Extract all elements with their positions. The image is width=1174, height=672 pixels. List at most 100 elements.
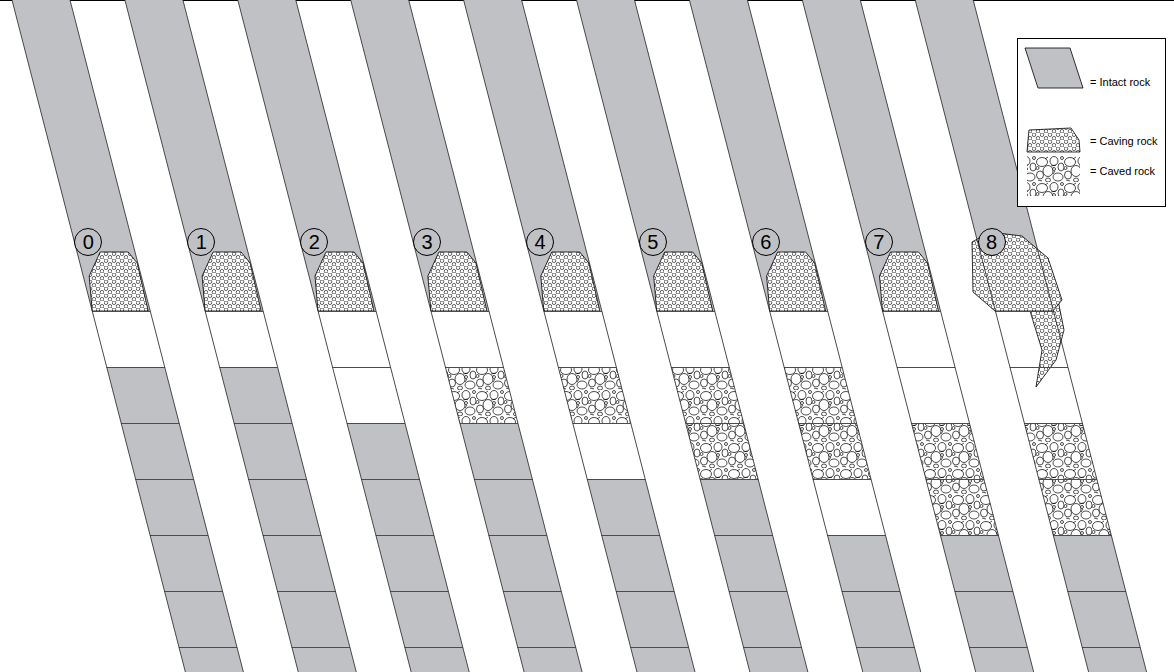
level-line (1053, 535, 1111, 536)
mined-slice (897, 367, 969, 423)
mined-slice (544, 311, 617, 367)
caving-rock (89, 252, 148, 311)
caving-rock (315, 252, 374, 311)
level-line (544, 311, 602, 312)
level-line (489, 535, 547, 536)
level-line (405, 647, 463, 648)
level-line (784, 367, 842, 368)
level-line (911, 423, 969, 424)
step-number: 8 (986, 232, 997, 252)
level-line (969, 647, 1027, 648)
step-number-circle: 7 (865, 228, 893, 256)
legend-label: = Caving rock (1090, 135, 1158, 147)
mined-slice (92, 311, 165, 367)
level-line (150, 535, 208, 536)
level-line (955, 591, 1013, 592)
mined-slice (318, 311, 391, 367)
level-line (263, 535, 321, 536)
level-line (518, 647, 576, 648)
legend-label: = Caved rock (1090, 165, 1155, 177)
step-number: 6 (760, 232, 771, 252)
level-line (205, 311, 263, 312)
caved-rock (686, 423, 759, 479)
mined-slice (813, 479, 885, 535)
step-number: 7 (873, 232, 884, 252)
step-number: 0 (83, 232, 94, 252)
level-line (602, 535, 660, 536)
level-line (1082, 647, 1140, 648)
level-line (631, 647, 689, 648)
step-number-circle: 3 (413, 228, 441, 256)
level-line (842, 591, 900, 592)
level-line (827, 535, 885, 536)
level-line (376, 535, 434, 536)
level-line (390, 591, 448, 592)
caving-rock (202, 252, 261, 311)
strip-edge (11, 0, 190, 672)
level-line (856, 647, 914, 648)
mined-slice (1010, 367, 1082, 423)
mined-slice (205, 311, 278, 367)
strip-edge (349, 0, 528, 672)
legend-panel (1018, 39, 1166, 207)
caving-rock (880, 252, 939, 311)
caved-rock (558, 367, 630, 423)
level-line (1068, 591, 1126, 592)
step-number-circle: 6 (752, 228, 780, 256)
level-line (503, 591, 561, 592)
caved-rock (926, 479, 998, 535)
caving-rock (767, 252, 826, 311)
level-line (1010, 367, 1068, 368)
level-line (573, 423, 631, 424)
step-number-circle: 1 (187, 228, 215, 256)
caved-rock (671, 367, 743, 423)
level-line (743, 647, 801, 648)
level-line (347, 423, 405, 424)
level-line (431, 311, 489, 312)
mined-slice (657, 311, 730, 367)
mined-slice (883, 311, 956, 367)
level-line (995, 311, 1053, 312)
level-line (248, 479, 306, 480)
level-line (813, 479, 871, 480)
caving-swatch (1027, 128, 1080, 152)
caved-rock (1039, 479, 1111, 535)
level-line (220, 367, 278, 368)
level-line (940, 535, 998, 536)
strip-edge (801, 0, 980, 672)
level-line (292, 647, 350, 648)
step-number-circle: 8 (978, 228, 1006, 256)
level-line (1024, 423, 1082, 424)
step-number: 4 (534, 232, 545, 252)
mined-slice (770, 311, 843, 367)
level-line (136, 479, 194, 480)
level-line (277, 591, 335, 592)
level-line (657, 311, 715, 312)
level-line (883, 311, 941, 312)
step-number-circle: 5 (639, 228, 667, 256)
level-line (121, 423, 179, 424)
level-line (361, 479, 419, 480)
step-number-circle: 0 (74, 228, 102, 256)
level-line (897, 367, 955, 368)
strip-edge (237, 0, 416, 672)
level-line (558, 367, 616, 368)
caved-rock (784, 367, 856, 423)
step-number-circle: 2 (300, 228, 328, 256)
level-line (107, 367, 165, 368)
level-line (770, 311, 828, 312)
caved-rock (911, 423, 984, 479)
caving-rock (541, 252, 600, 311)
mined-slice (573, 423, 646, 479)
step-number-circle: 4 (526, 228, 554, 256)
strip-edge (462, 0, 641, 672)
level-line (715, 535, 773, 536)
level-line (234, 423, 292, 424)
caving-rock (654, 252, 713, 311)
caved-rock (445, 367, 517, 423)
level-line (332, 367, 390, 368)
caved-swatch (1027, 156, 1080, 196)
legend-border (1018, 39, 1166, 207)
